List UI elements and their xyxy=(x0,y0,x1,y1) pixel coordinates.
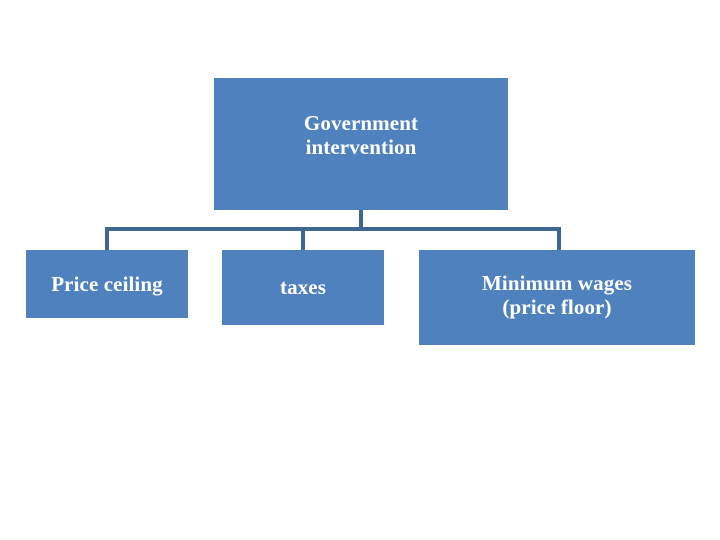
connector-drop-price-ceiling xyxy=(105,227,109,251)
connector-root-stem xyxy=(359,210,363,230)
node-government-intervention-label: Government intervention xyxy=(303,111,419,160)
node-taxes-label: taxes xyxy=(280,275,326,300)
node-taxes[interactable]: taxes xyxy=(222,250,384,325)
node-price-ceiling[interactable]: Price ceiling xyxy=(26,250,188,318)
node-minimum-wages[interactable]: Minimum wages (price floor) xyxy=(419,250,695,345)
connector-horizontal-bar xyxy=(105,227,561,231)
node-price-ceiling-label: Price ceiling xyxy=(51,271,163,296)
node-minimum-wages-label: Minimum wages (price floor) xyxy=(481,271,633,320)
connector-drop-minimum-wages xyxy=(557,227,561,251)
connector-drop-taxes xyxy=(301,227,305,251)
node-government-intervention[interactable]: Government intervention xyxy=(214,78,508,210)
